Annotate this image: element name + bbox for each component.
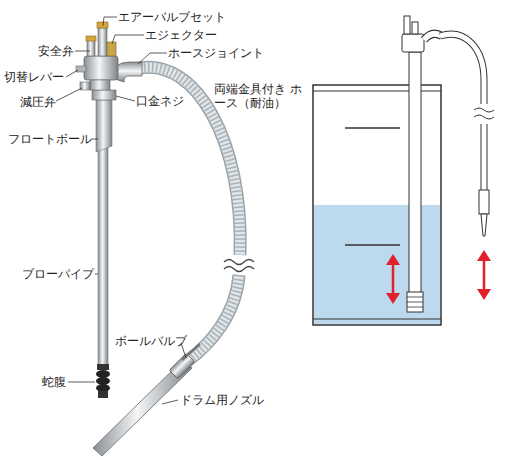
part-label: 口金ネジ	[136, 94, 184, 108]
bellows	[98, 391, 108, 398]
leader-line	[75, 51, 90, 52]
drum-rim	[313, 319, 441, 320]
part-label: 減圧弁	[20, 95, 56, 109]
hose-joint	[424, 34, 442, 40]
hose-joint	[424, 34, 442, 40]
part-label: ボールバルブ	[115, 334, 187, 348]
pump-pipe	[409, 52, 421, 294]
arrow-head	[477, 289, 491, 300]
nozzle	[481, 214, 487, 236]
bellows	[96, 384, 110, 392]
leader-line	[92, 139, 98, 140]
hose-fitting	[479, 190, 489, 214]
reducing-valve	[80, 82, 90, 90]
leader-line	[138, 53, 167, 64]
leader-line	[162, 400, 178, 404]
bellows	[97, 364, 109, 370]
part-label: 蛇腹	[42, 375, 66, 389]
part-label: エアーバルブセット	[118, 10, 226, 24]
leader-line	[112, 35, 144, 44]
break-mark	[224, 267, 254, 272]
arrow-head	[386, 254, 400, 265]
drum	[313, 85, 441, 325]
cap-thread	[92, 90, 116, 100]
strainer-line	[407, 307, 423, 308]
valve-stem	[412, 22, 418, 34]
blow-pipe	[98, 138, 108, 366]
drum-rim	[313, 91, 441, 92]
leader-line	[56, 88, 82, 101]
part-label: エジェクター	[145, 28, 217, 42]
float-housing	[96, 100, 112, 152]
part-label: 両端金具付き ホース（耐油）	[214, 82, 306, 110]
motion-arrow	[392, 262, 395, 296]
drum-rib	[345, 127, 400, 129]
break-mark	[474, 108, 494, 112]
safety-valve	[87, 40, 95, 56]
strainer-line	[407, 302, 423, 303]
leader-line	[66, 70, 78, 77]
break-mark	[474, 115, 494, 119]
part-label: 切替レバー	[4, 70, 64, 84]
leader-line	[116, 96, 135, 101]
part-label: ホースジョイント	[168, 46, 264, 60]
drum-rib	[345, 244, 400, 246]
strainer-line	[407, 297, 423, 298]
air-valve-cap	[97, 22, 108, 28]
strainer	[407, 292, 423, 312]
ball-valve	[169, 353, 194, 378]
safety-valve-cap	[86, 36, 96, 41]
hose	[481, 124, 488, 192]
arrow-head	[386, 293, 400, 304]
hose	[482, 124, 487, 192]
leader-line	[95, 274, 98, 275]
switch-lever	[76, 66, 86, 72]
bellows	[96, 370, 110, 378]
hose	[440, 34, 484, 104]
ejector	[107, 42, 116, 56]
part-label: ドラム用ノズル	[180, 393, 264, 407]
valve-stem	[404, 16, 410, 34]
break-mark	[224, 260, 254, 265]
motion-arrow	[483, 258, 486, 292]
pump-head	[84, 56, 118, 80]
part-label: ブローパイプ	[22, 267, 94, 281]
air-valve-set	[98, 28, 107, 56]
part-label: フロートボール	[8, 132, 92, 146]
leader-line	[103, 17, 117, 26]
arrow-head	[477, 250, 491, 261]
part-label: 安全弁	[38, 44, 74, 58]
hose	[440, 34, 484, 104]
bellows	[96, 377, 110, 385]
pump-head	[402, 34, 424, 52]
leader-line	[68, 382, 95, 383]
pump-neck	[90, 80, 110, 90]
